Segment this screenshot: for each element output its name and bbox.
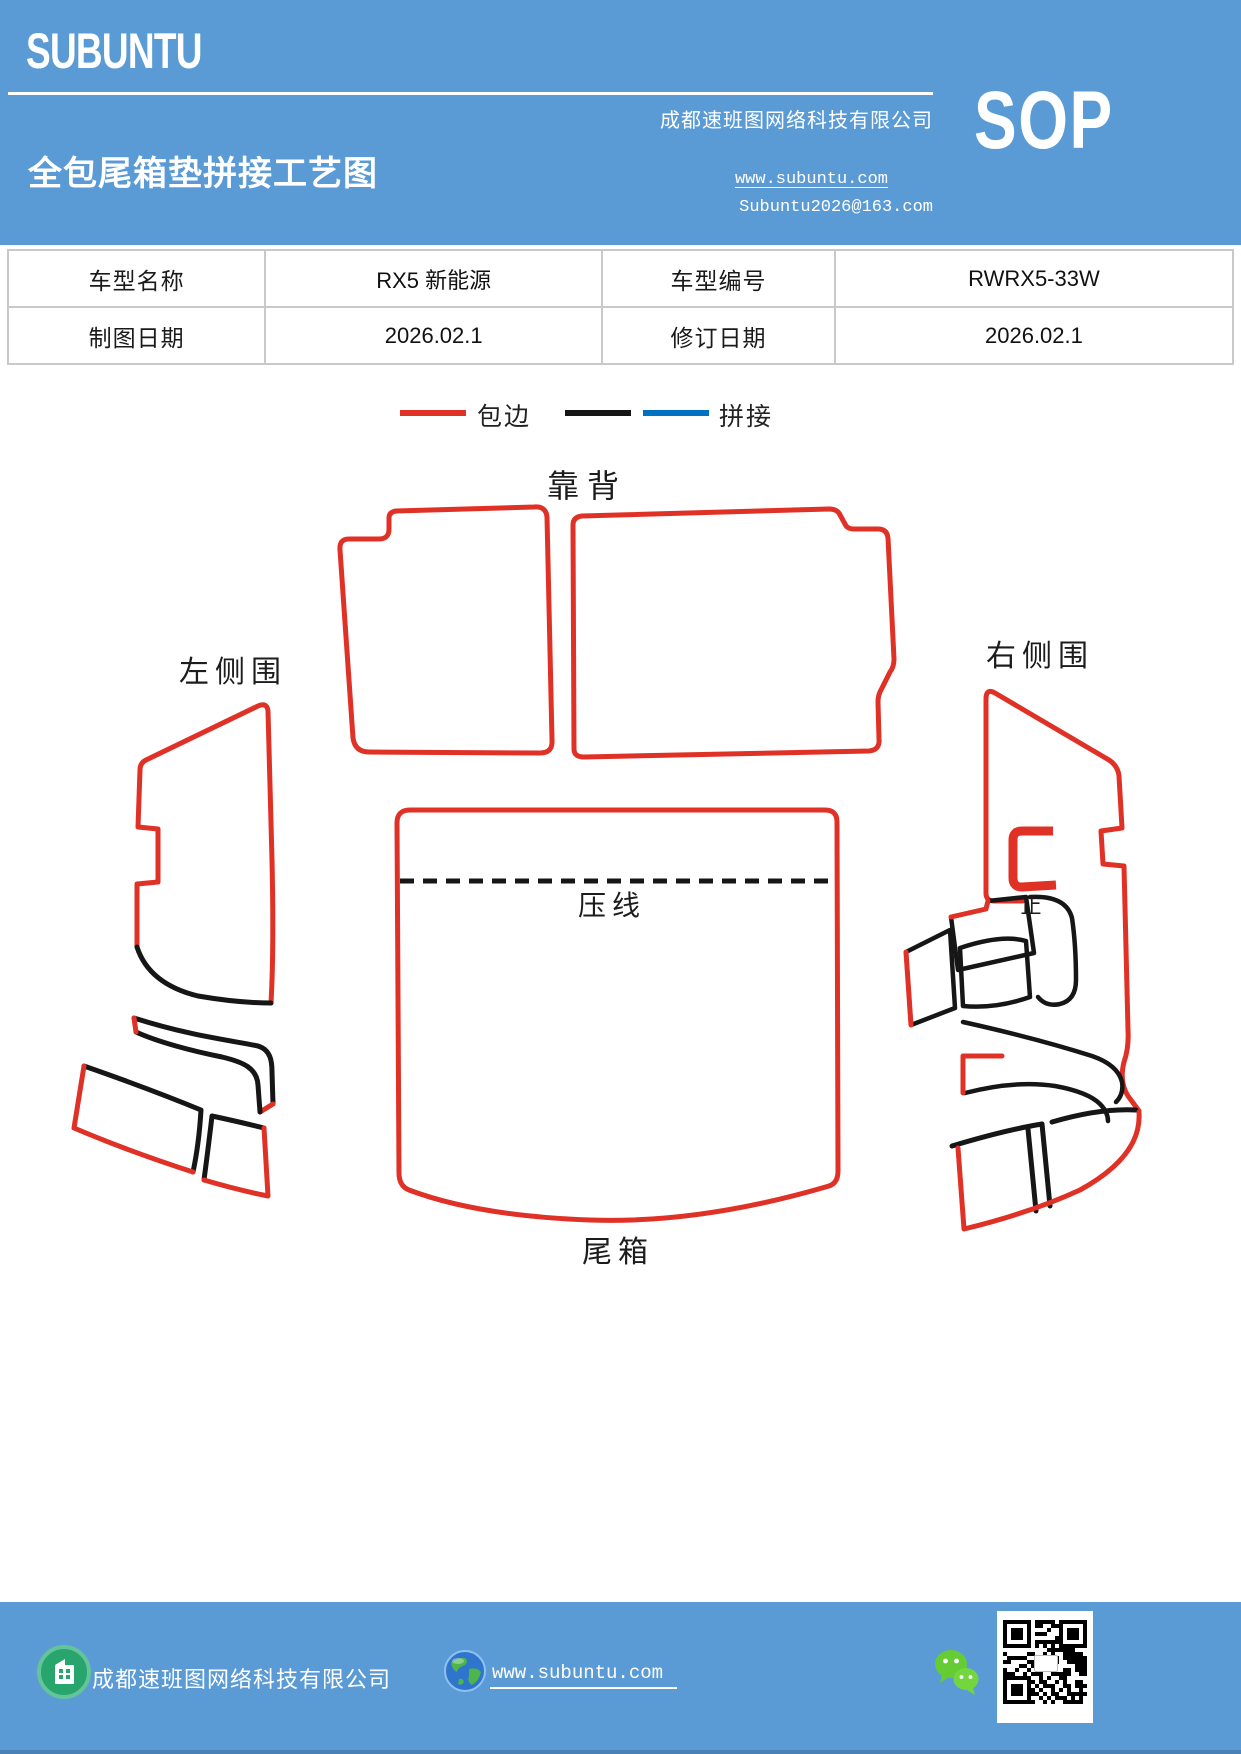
- left-side-piece-seam: [134, 944, 274, 1006]
- edge-line-swatch: [400, 410, 466, 416]
- header-company-name: 成都速班图网络科技有限公司: [660, 110, 933, 132]
- brand-logo: SUBUNTU: [26, 23, 202, 79]
- model-name-label: 车型名称: [6, 249, 267, 308]
- draw-date-label: 制图日期: [6, 306, 267, 365]
- header-email: Subuntu2026@163.com: [739, 198, 933, 217]
- model-code-label: 车型编号: [601, 249, 836, 308]
- footer-company-name: 成都速班图网络科技有限公司: [92, 1667, 392, 1692]
- globe-icon: [444, 1650, 486, 1692]
- stop-mark-label: 止: [1021, 895, 1042, 918]
- qr-code-grid: [1003, 1620, 1087, 1704]
- backrest-right-piece: [570, 506, 897, 760]
- header-banner: SUBUNTU 全包尾箱垫拼接工艺图 成都速班图网络科技有限公司 www.sub…: [0, 0, 1241, 245]
- backrest-label: 靠背: [547, 468, 627, 504]
- right-stitch-cluster: [903, 894, 1125, 1124]
- page-title: 全包尾箱垫拼接工艺图: [28, 156, 378, 193]
- bottom-left-piece-a: [71, 1063, 204, 1175]
- left-side-label: 左侧围: [179, 656, 287, 689]
- backrest-left-piece: [337, 504, 555, 756]
- trunk-label: 尾箱: [582, 1236, 654, 1269]
- revise-date-value: 2026.02.1: [833, 306, 1235, 365]
- left-band-piece: [131, 1015, 276, 1115]
- right-side-c-bracket: [1008, 826, 1057, 892]
- footer-bottom-edge: [0, 1750, 1241, 1754]
- edge-legend-label: 包边: [477, 403, 532, 431]
- table-row: 车型名称 RX5 新能源 车型编号 RWRX5-33W: [6, 249, 1235, 308]
- footer-website-link[interactable]: www.subuntu.com: [490, 1662, 678, 1689]
- qr-center-logo: [1034, 1655, 1058, 1672]
- stitch-legend-label: 拼接: [719, 403, 774, 431]
- draw-date-value: 2026.02.1: [264, 306, 604, 365]
- header-website-link[interactable]: www.subuntu.com: [734, 170, 888, 189]
- trunk-piece-outline: [394, 807, 841, 1223]
- model-name-value: RX5 新能源: [264, 249, 604, 308]
- building-icon: [37, 1645, 91, 1699]
- press-line-label: 压线: [578, 890, 646, 921]
- sop-badge: SOP: [974, 75, 1114, 166]
- right-side-piece-outline: [983, 689, 1142, 1114]
- qr-code: [997, 1611, 1093, 1723]
- table-row: 制图日期 2026.02.1 修订日期 2026.02.1: [6, 306, 1235, 365]
- bottom-left-piece-b: [201, 1113, 271, 1199]
- wechat-icon: [935, 1650, 979, 1695]
- revise-date-label: 修订日期: [601, 306, 836, 365]
- model-code-value: RWRX5-33W: [833, 249, 1235, 308]
- stitch-black-swatch: [565, 410, 631, 416]
- left-side-piece-outline: [134, 702, 276, 1006]
- bottom-right-pieces: [949, 1107, 1142, 1232]
- header-divider: [8, 92, 933, 95]
- right-side-label: 右侧围: [986, 640, 1094, 673]
- vehicle-info-table: 车型名称 RX5 新能源 车型编号 RWRX5-33W 制图日期 2026.02…: [6, 249, 1235, 365]
- stitch-blue-swatch: [643, 410, 709, 416]
